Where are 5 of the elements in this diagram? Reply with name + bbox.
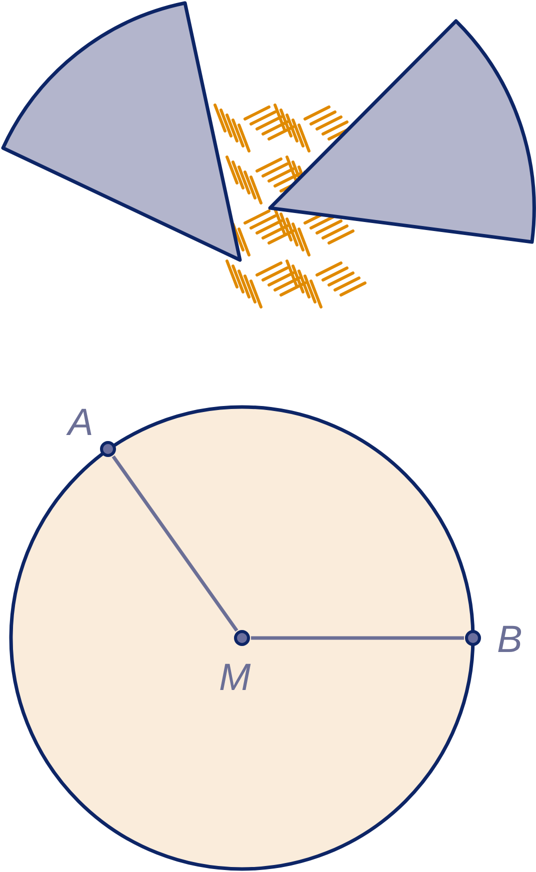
- line-segment: [112, 455, 238, 632]
- point-label: M: [219, 658, 251, 698]
- point-label: B: [497, 620, 522, 660]
- line-segment: [251, 636, 464, 640]
- point-label: A: [68, 403, 94, 443]
